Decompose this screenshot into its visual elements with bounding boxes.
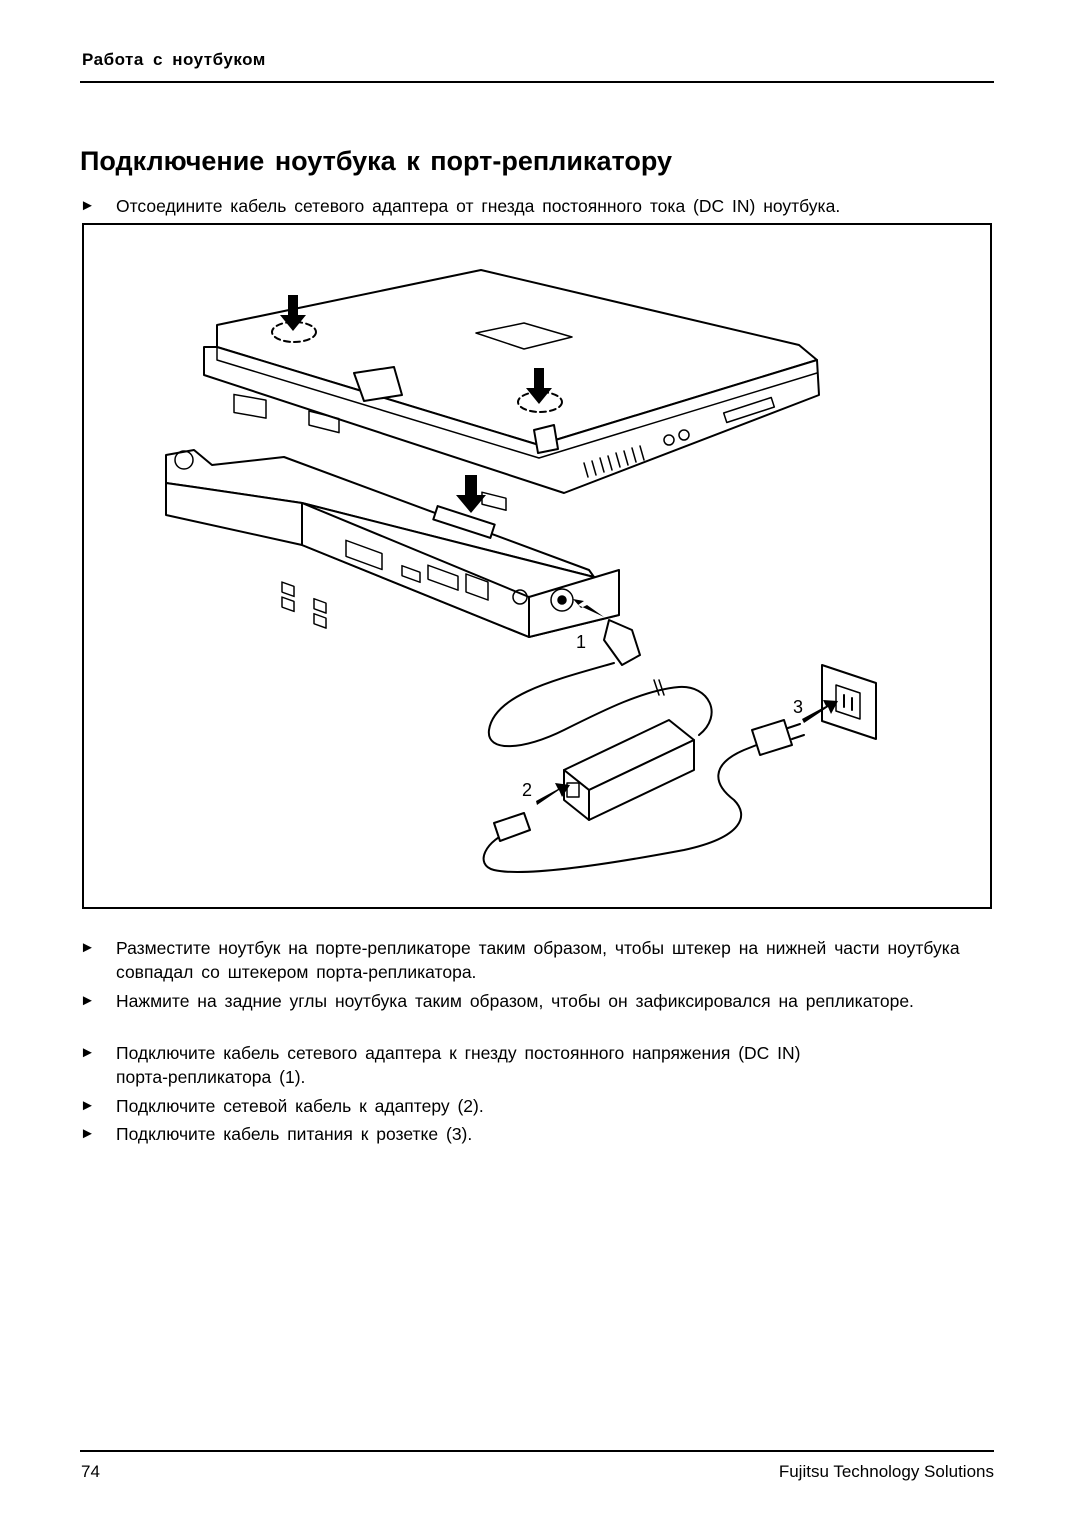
bullet-arrow-icon: ► <box>80 1125 95 1142</box>
dc-plug-arrow-icon <box>573 599 604 617</box>
callout-3: 3 <box>793 697 804 717</box>
step-text: Нажмите на задние углы ноутбука таким об… <box>116 991 914 1011</box>
laptop-hinge <box>353 366 403 402</box>
laptop-vent-grille <box>583 445 645 478</box>
laptop-base-front <box>203 346 820 494</box>
press-point-marker-left <box>271 321 317 343</box>
step-text: Отсоедините кабель сетевого адаптера от … <box>116 196 841 216</box>
dc-cable-break <box>653 679 665 696</box>
laptop-logo-plate <box>475 322 573 350</box>
illustration-frame: 1 2 3 <box>82 223 992 909</box>
press-point-marker-right <box>517 391 563 413</box>
dc-in-socket-inner <box>557 595 567 605</box>
replicator-docking-connector <box>432 505 496 539</box>
step-text: Подключите сетевой кабель к адаптеру (2)… <box>116 1096 484 1116</box>
bullet-arrow-icon: ► <box>80 939 95 956</box>
adapter-arrow-icon <box>536 783 570 805</box>
dc-cable <box>487 662 713 748</box>
laptop-edge-line <box>216 346 818 459</box>
adapter-cable-drawing <box>487 599 713 748</box>
wall-plate <box>821 664 877 740</box>
adapter-side <box>588 739 695 821</box>
replicator-release-button <box>174 450 194 470</box>
laptop-audio-jack-2 <box>678 429 690 441</box>
bullet-arrow-icon: ► <box>80 1097 95 1114</box>
mains-plug-body <box>493 812 531 842</box>
step-connect-dc-in: ► Подключите кабель сетевого адаптера к … <box>80 1041 960 1089</box>
header-rule <box>80 81 994 83</box>
laptop-port-3 <box>481 491 507 511</box>
step-connect-mains-cable: ► Подключите сетевой кабель к адаптеру (… <box>80 1094 960 1118</box>
wall-outlet-drawing <box>751 664 877 756</box>
step-text: Подключите кабель питания к розетке (3). <box>116 1124 473 1144</box>
dvi-port <box>345 539 383 571</box>
step-text: Разместите ноутбук на порте-репликаторе … <box>116 938 960 982</box>
vga-port <box>427 564 459 591</box>
dc-plug <box>603 619 641 666</box>
lock-slot <box>512 589 528 605</box>
mains-cable-to-adapter <box>482 739 770 874</box>
wall-plug <box>751 719 793 756</box>
bullet-arrow-icon: ► <box>80 197 95 214</box>
bullet-arrow-icon: ► <box>80 992 95 1009</box>
lan-port <box>465 573 489 601</box>
adapter-inlet <box>566 782 580 798</box>
laptop-port-2 <box>308 410 340 434</box>
docking-illustration <box>165 269 877 874</box>
section-header: Работа с ноутбуком <box>82 50 266 69</box>
page-title: Подключение ноутбука к порт-репликатору <box>80 146 672 176</box>
wall-plug-prongs <box>787 723 805 740</box>
port-replicator-drawing <box>165 449 620 638</box>
step-press-corners: ► Нажмите на задние углы ноутбука таким … <box>80 989 960 1013</box>
wall-plug-arrow-icon <box>802 700 838 723</box>
down-arrow-icon <box>280 295 306 331</box>
press-arrows <box>280 295 552 513</box>
laptop-port-1 <box>233 393 267 419</box>
bullet-arrow-icon: ► <box>80 1044 95 1061</box>
laptop-audio-jack-1 <box>663 434 675 446</box>
page-number: 74 <box>81 1462 100 1481</box>
power-adapter-drawing <box>482 719 770 874</box>
laptop-card-slot <box>722 396 776 424</box>
footer-rule <box>80 1450 994 1452</box>
footer-company: Fujitsu Technology Solutions <box>778 1462 994 1481</box>
hdmi-port <box>401 564 421 584</box>
replicator-port-row <box>281 539 574 629</box>
step-connect-outlet: ► Подключите кабель питания к розетке (3… <box>80 1122 960 1146</box>
laptop-drawing <box>203 269 820 511</box>
step-text: Подключите кабель сетевого адаптера к гн… <box>116 1043 801 1087</box>
callout-1: 1 <box>576 632 587 652</box>
step-disconnect-adapter: ► Отсоедините кабель сетевого адаптера о… <box>80 194 960 218</box>
laptop-hinge-right <box>533 424 559 454</box>
socket-slots <box>843 694 853 711</box>
step-place-laptop: ► Разместите ноутбук на порте-репликатор… <box>80 936 960 984</box>
down-arrow-icon <box>526 368 552 404</box>
down-arrow-icon <box>456 475 486 513</box>
dc-in-socket <box>550 588 574 612</box>
replicator-right-face <box>528 569 620 638</box>
callout-2: 2 <box>522 780 533 800</box>
